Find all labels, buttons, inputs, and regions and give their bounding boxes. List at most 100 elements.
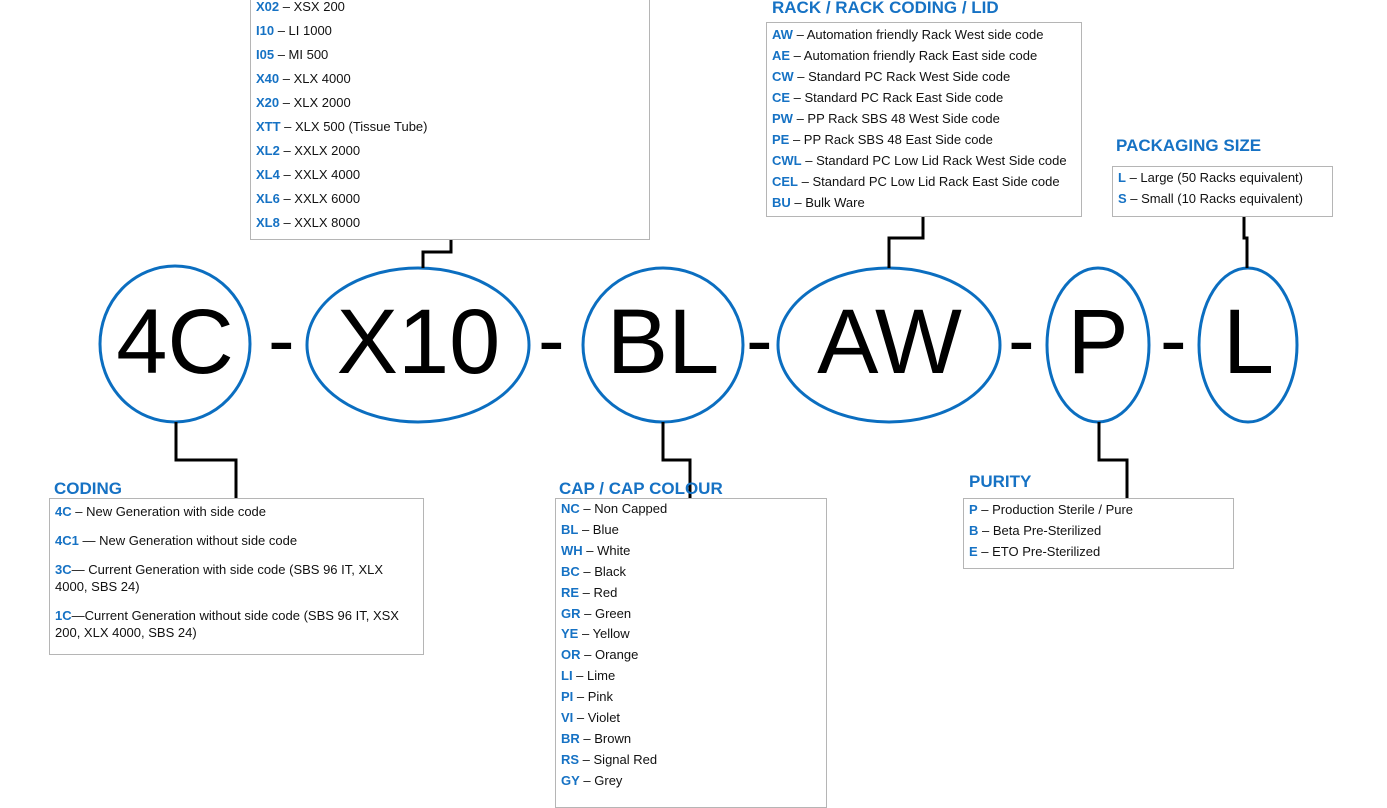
cap-legend-item: VI – Violet xyxy=(561,708,821,729)
code-key: AW xyxy=(772,27,793,42)
code-key: VI xyxy=(561,710,574,726)
code-description: – White xyxy=(582,542,631,558)
code-description: – Standard PC Low Lid Rack East Side cod… xyxy=(798,174,1060,189)
code-key: CW xyxy=(772,69,794,84)
code-key: 1C xyxy=(55,608,72,623)
packaging-legend-item: S – Small (10 Racks equivalent) xyxy=(1118,188,1327,209)
rack-legend: AW – Automation friendly Rack West side … xyxy=(766,22,1082,217)
code-description: – XXLX 6000 xyxy=(279,191,361,206)
code-description: – Lime xyxy=(572,668,616,684)
code-key: X02 xyxy=(256,0,280,14)
code-description: – Standard PC Low Lid Rack West Side cod… xyxy=(801,153,1067,168)
code-description: – Brown xyxy=(579,730,632,746)
code-key: P xyxy=(969,502,978,517)
cap-legend-item: GY – Grey xyxy=(561,771,821,792)
code-description: – Non Capped xyxy=(579,501,668,516)
code-description: – Automation friendly Rack East side cod… xyxy=(790,48,1038,63)
code-key: RE xyxy=(561,584,580,600)
code-key: 3C xyxy=(55,562,72,577)
code-key: BL xyxy=(561,521,579,537)
segment-packaging: L xyxy=(1222,291,1275,393)
code-description: – Small (10 Racks equivalent) xyxy=(1126,191,1303,206)
purity-legend-item: P – Production Sterile / Pure xyxy=(969,499,1228,520)
code-description: – XLX 2000 xyxy=(279,95,351,110)
code-key: PE xyxy=(772,132,790,147)
code-key: CE xyxy=(772,90,791,105)
code-description: — New Generation without side code xyxy=(78,533,298,548)
code-key: BR xyxy=(561,730,580,746)
rack-legend-item: BU – Bulk Ware xyxy=(772,192,1076,213)
code-description: – LI 1000 xyxy=(274,23,332,38)
code-key: XL8 xyxy=(256,215,280,230)
purity-title: PURITY xyxy=(969,472,1032,491)
code-key: OR xyxy=(561,647,581,663)
code-description: – XXLX 4000 xyxy=(279,167,361,182)
code-description: – PP Rack SBS 48 East Side code xyxy=(789,132,993,147)
code-key: GY xyxy=(561,772,580,788)
code-key: PI xyxy=(561,689,574,705)
segment-purity: P xyxy=(1067,291,1129,393)
code-description: – Violet xyxy=(573,710,621,726)
cap-legend-item: YE – Yellow xyxy=(561,624,821,645)
code-key: XL2 xyxy=(256,143,280,158)
separator: - xyxy=(1008,295,1035,384)
packaging-legend: L – Large (50 Racks equivalent)S – Small… xyxy=(1112,166,1333,217)
rack-legend-item: AW – Automation friendly Rack West side … xyxy=(772,24,1076,45)
tube-legend-item: X02 – XSX 200 xyxy=(256,0,644,19)
code-description: – Green xyxy=(580,605,632,621)
coding-legend-item: 1C—Current Generation without side code … xyxy=(55,607,418,641)
code-description: – XXLX 8000 xyxy=(279,215,361,230)
separator: - xyxy=(746,295,773,384)
packaging-legend-item: L – Large (50 Racks equivalent) xyxy=(1118,167,1327,188)
cap-legend-item: BL – Blue xyxy=(561,520,821,541)
rack-legend-item: CE – Standard PC Rack East Side code xyxy=(772,87,1076,108)
code-description: – Beta Pre-Sterilized xyxy=(978,523,1102,538)
oval-tube xyxy=(305,266,531,424)
cap-legend-item: GR – Green xyxy=(561,604,821,625)
code-description: – XLX 4000 xyxy=(279,71,351,86)
code-description: – Red xyxy=(579,584,618,600)
code-description: – MI 500 xyxy=(274,47,329,62)
coding-title: CODING xyxy=(54,479,122,498)
cap-legend-item: NC – Non Capped xyxy=(561,499,821,520)
code-description: – Grey xyxy=(579,772,623,788)
cap-legend-item: WH – White xyxy=(561,541,821,562)
code-key: L xyxy=(1118,170,1126,185)
cap-legend-item: RE – Red xyxy=(561,583,821,604)
code-key: NC xyxy=(561,501,580,516)
coding-legend-item: 4C1 — New Generation without side code xyxy=(55,532,418,549)
coding-legend: 4C – New Generation with side code 4C1 — … xyxy=(49,498,424,655)
code-key: 4C xyxy=(55,504,72,519)
code-description: – Blue xyxy=(578,521,619,537)
code-description: – Signal Red xyxy=(579,751,658,767)
cap-title: CAP / CAP COLOUR xyxy=(559,479,723,498)
cap-legend-item: LI – Lime xyxy=(561,666,821,687)
rack-legend-item: PW – PP Rack SBS 48 West Side code xyxy=(772,108,1076,129)
code-description: – Production Sterile / Pure xyxy=(977,502,1134,517)
cap-legend-item: BR – Brown xyxy=(561,729,821,750)
purity-legend-item: B – Beta Pre-Sterilized xyxy=(969,520,1228,541)
code-key: AE xyxy=(772,48,791,63)
code-description: – New Generation with side code xyxy=(71,504,267,519)
code-description: – Standard PC Rack West Side code xyxy=(793,69,1011,84)
separator: - xyxy=(538,295,565,384)
tube-legend-item: XL6 – XXLX 6000 xyxy=(256,187,644,211)
separator: - xyxy=(1160,295,1187,384)
code-description: – Large (50 Racks equivalent) xyxy=(1125,170,1303,185)
code-key: S xyxy=(1118,191,1127,206)
rack-legend-item: PE – PP Rack SBS 48 East Side code xyxy=(772,129,1076,150)
code-key: CEL xyxy=(772,174,798,189)
coding-legend-item: 4C – New Generation with side code xyxy=(55,503,418,520)
rack-legend-item: CW – Standard PC Rack West Side code xyxy=(772,66,1076,87)
code-key: BU xyxy=(772,195,791,210)
segment-tube: X10 xyxy=(336,291,501,393)
code-description: – Orange xyxy=(580,647,639,663)
packaging-title: PACKAGING SIZE xyxy=(1116,136,1262,155)
segment-coding: 4C xyxy=(116,291,234,393)
purity-legend-item: E – ETO Pre-Sterilized xyxy=(969,541,1228,562)
code-description: – Automation friendly Rack West side cod… xyxy=(792,27,1044,42)
code-key: XL6 xyxy=(256,191,280,206)
